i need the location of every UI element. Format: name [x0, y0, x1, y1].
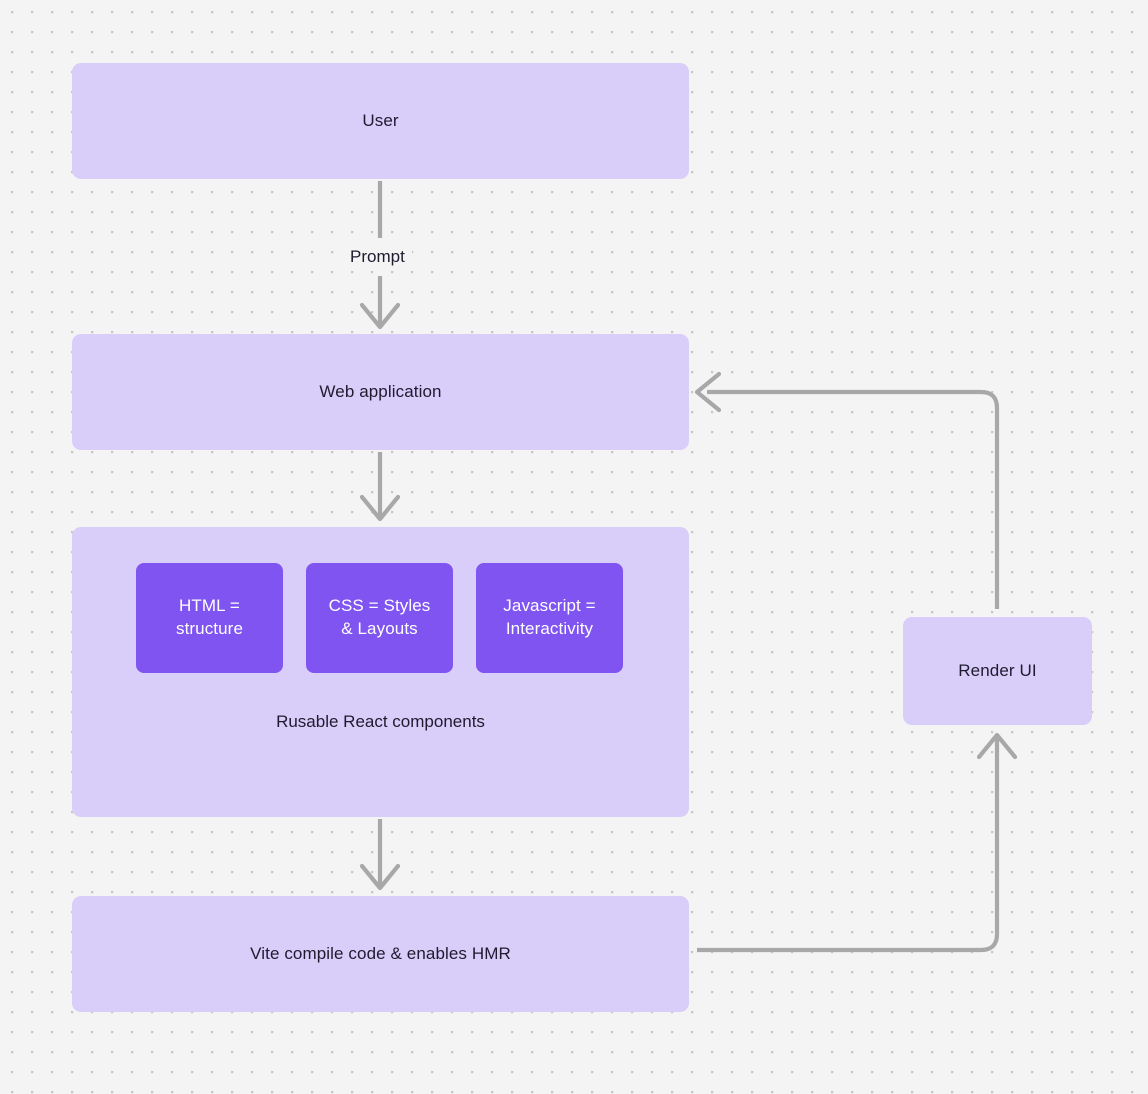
- node-html[interactable]: HTML = structure: [136, 563, 283, 673]
- node-vite[interactable]: Vite compile code & enables HMR: [72, 896, 689, 1012]
- node-css-line1: CSS = Styles: [328, 596, 431, 616]
- node-css-label: CSS = Styles & Layouts: [329, 595, 431, 641]
- edge-label-prompt: Prompt: [343, 246, 412, 268]
- node-web-application-label: Web application: [319, 381, 442, 401]
- edge-render-to-webapp: [694, 371, 1000, 609]
- node-css-line2: & Layouts: [341, 619, 418, 638]
- node-render-ui[interactable]: Render UI: [903, 617, 1092, 725]
- node-user-label: User: [362, 110, 399, 130]
- edge-components-to-vite: [359, 819, 401, 891]
- node-html-line2: structure: [175, 619, 244, 638]
- node-html-line1: HTML =: [179, 596, 240, 616]
- node-html-label: HTML = structure: [176, 595, 243, 641]
- node-javascript[interactable]: Javascript = Interactivity: [476, 563, 623, 673]
- node-components-group-caption: Rusable React components: [276, 712, 485, 731]
- node-web-application[interactable]: Web application: [72, 334, 689, 450]
- node-render-ui-label: Render UI: [958, 660, 1037, 680]
- node-javascript-label: Javascript = Interactivity: [503, 595, 595, 641]
- node-vite-label: Vite compile code & enables HMR: [250, 943, 511, 963]
- edge-vite-to-render: [697, 732, 1018, 953]
- node-javascript-line1: Javascript =: [503, 596, 596, 616]
- edge-webapp-to-components: [359, 452, 401, 522]
- node-user[interactable]: User: [72, 63, 689, 179]
- node-javascript-line2: Interactivity: [505, 619, 594, 638]
- node-css[interactable]: CSS = Styles & Layouts: [306, 563, 453, 673]
